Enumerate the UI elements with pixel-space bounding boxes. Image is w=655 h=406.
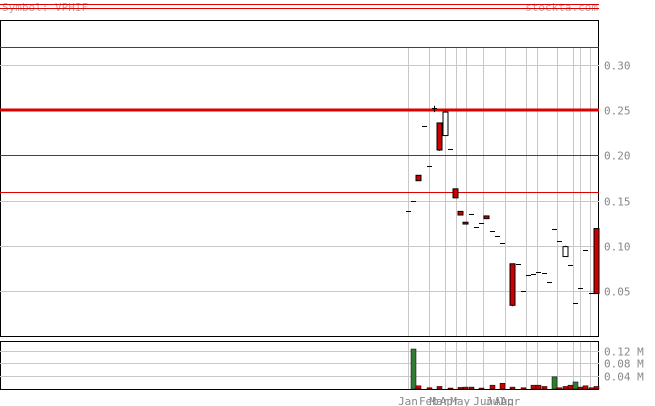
candle-body bbox=[457, 210, 464, 216]
volume-bar bbox=[520, 387, 527, 390]
volume-bar bbox=[436, 386, 443, 390]
month-label: May bbox=[450, 395, 470, 406]
price-panel-frame bbox=[0, 20, 599, 337]
price-panel: 0.05 0.10 0.15 0.20 0.25 0.30 bbox=[0, 4, 631, 337]
candle-body bbox=[562, 246, 569, 258]
site-label: stockta.com bbox=[525, 1, 598, 14]
candle-body bbox=[509, 263, 516, 306]
month-label: Jan bbox=[398, 395, 418, 406]
month-label: Apr bbox=[440, 395, 460, 406]
price-tick-label: 0.05 bbox=[604, 286, 631, 299]
price-tick-label: 0.25 bbox=[604, 105, 631, 118]
volume-bar bbox=[582, 385, 589, 390]
candle-body bbox=[483, 215, 490, 220]
volume-panel: 0.04 M0.08 M0.12 M bbox=[0, 341, 644, 390]
volume-bar bbox=[478, 387, 485, 390]
volume-bar bbox=[556, 387, 563, 390]
month-label: Aug bbox=[494, 395, 514, 406]
candle-body bbox=[462, 221, 469, 225]
volume-tick-label: 0.04 M bbox=[604, 371, 644, 384]
volume-bar bbox=[588, 387, 595, 390]
volume-bar bbox=[462, 386, 469, 390]
month-label: Jun bbox=[473, 395, 493, 406]
volume-bar bbox=[457, 387, 464, 390]
volume-bar bbox=[572, 381, 579, 390]
volume-bar bbox=[489, 384, 496, 390]
volume-bar bbox=[551, 376, 558, 390]
month-label: Mar bbox=[429, 395, 449, 406]
candle-body bbox=[452, 188, 459, 199]
candle-body bbox=[442, 111, 449, 137]
month-label: Feb bbox=[419, 395, 439, 406]
volume-bar bbox=[530, 384, 537, 390]
candle-body bbox=[593, 228, 600, 295]
symbol-label: Symbol: VPHIF bbox=[2, 1, 88, 14]
volume-panel-frame bbox=[0, 341, 599, 390]
volume-bar bbox=[567, 384, 574, 390]
volume-bar bbox=[593, 386, 600, 390]
volume-tick-label: 0.12 M bbox=[604, 346, 644, 359]
volume-bar bbox=[415, 385, 422, 390]
volume-bar bbox=[535, 384, 542, 390]
price-tick-label: 0.20 bbox=[604, 150, 631, 163]
volume-bar bbox=[468, 386, 475, 390]
volume-bar bbox=[410, 348, 417, 390]
price-tick-label: 0.10 bbox=[604, 241, 631, 254]
volume-bar bbox=[541, 386, 548, 390]
volume-bar bbox=[509, 386, 516, 390]
price-tick-label: 0.30 bbox=[604, 60, 631, 73]
volume-tick-label: 0.08 M bbox=[604, 358, 644, 371]
month-label: Jul bbox=[486, 395, 506, 406]
candle-body bbox=[415, 174, 422, 182]
volume-bar bbox=[499, 382, 506, 390]
volume-bar bbox=[562, 386, 569, 390]
volume-bar bbox=[447, 387, 454, 390]
volume-bar bbox=[577, 386, 584, 390]
candle-body bbox=[436, 122, 443, 151]
price-tick-label: 0.15 bbox=[604, 196, 631, 209]
volume-bar bbox=[426, 387, 433, 390]
month-label: Apr bbox=[500, 395, 520, 406]
